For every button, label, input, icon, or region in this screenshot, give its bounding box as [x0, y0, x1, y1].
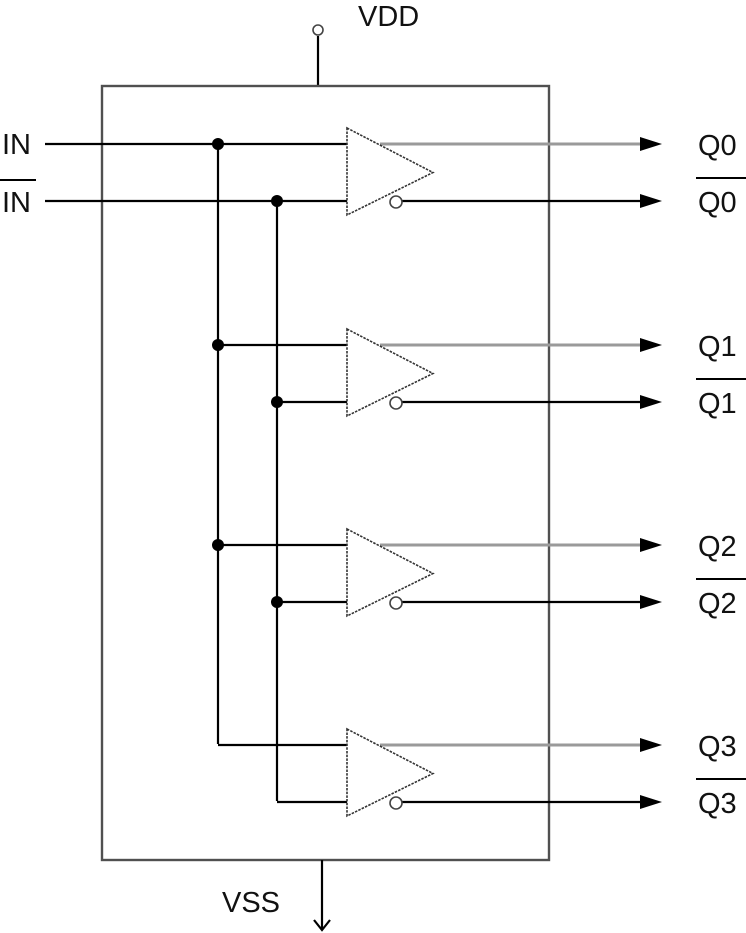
output-label-q2-bar: Q2	[698, 588, 737, 620]
vdd-terminal: VDD	[312, 1, 419, 86]
chip-outline	[100, 84, 551, 862]
buffer-gate-icon	[346, 327, 435, 418]
output-label-q3-bar: Q3	[698, 788, 737, 820]
input-in-bar-label: IN	[2, 187, 31, 219]
output-label-q1-bar: Q1	[698, 388, 737, 420]
input-in-bar: IN	[0, 179, 347, 219]
output-label-q2: Q2	[698, 531, 737, 563]
inversion-bubble-icon	[389, 396, 403, 410]
input-in: IN	[2, 129, 347, 161]
output-label-q3: Q3	[698, 731, 737, 763]
inversion-bubble-icon	[389, 596, 403, 610]
arrow-right-icon	[640, 738, 662, 752]
junction-dot	[271, 195, 283, 207]
buffer-gate-icon	[346, 727, 435, 818]
inversion-bubble-icon	[389, 195, 403, 209]
vdd-terminal-circle	[312, 24, 324, 36]
output-label-q0: Q0	[698, 130, 737, 162]
buffer-gate-icon	[346, 527, 435, 618]
junction-dot	[271, 396, 283, 408]
vdd-label: VDD	[358, 1, 419, 33]
junction-dot	[212, 138, 224, 150]
arrow-right-icon	[640, 395, 662, 409]
output-label-q1: Q1	[698, 331, 737, 363]
output-label-q0-bar: Q0	[698, 187, 737, 219]
inversion-bubble-icon	[389, 796, 403, 810]
arrow-right-icon	[640, 595, 662, 609]
vss-label: VSS	[222, 887, 280, 919]
arrow-right-icon	[640, 137, 662, 151]
arrow-right-icon	[640, 338, 662, 352]
junction-dot	[271, 596, 283, 608]
arrow-right-icon	[640, 538, 662, 552]
arrow-right-icon	[640, 194, 662, 208]
ground-arrow-icon	[313, 919, 331, 932]
junction-dot	[212, 539, 224, 551]
buffer-gate-icon	[346, 126, 435, 217]
input-in-label: IN	[2, 129, 31, 161]
arrow-right-icon	[640, 795, 662, 809]
junction-dot	[212, 339, 224, 351]
vss-terminal: VSS	[222, 860, 331, 932]
